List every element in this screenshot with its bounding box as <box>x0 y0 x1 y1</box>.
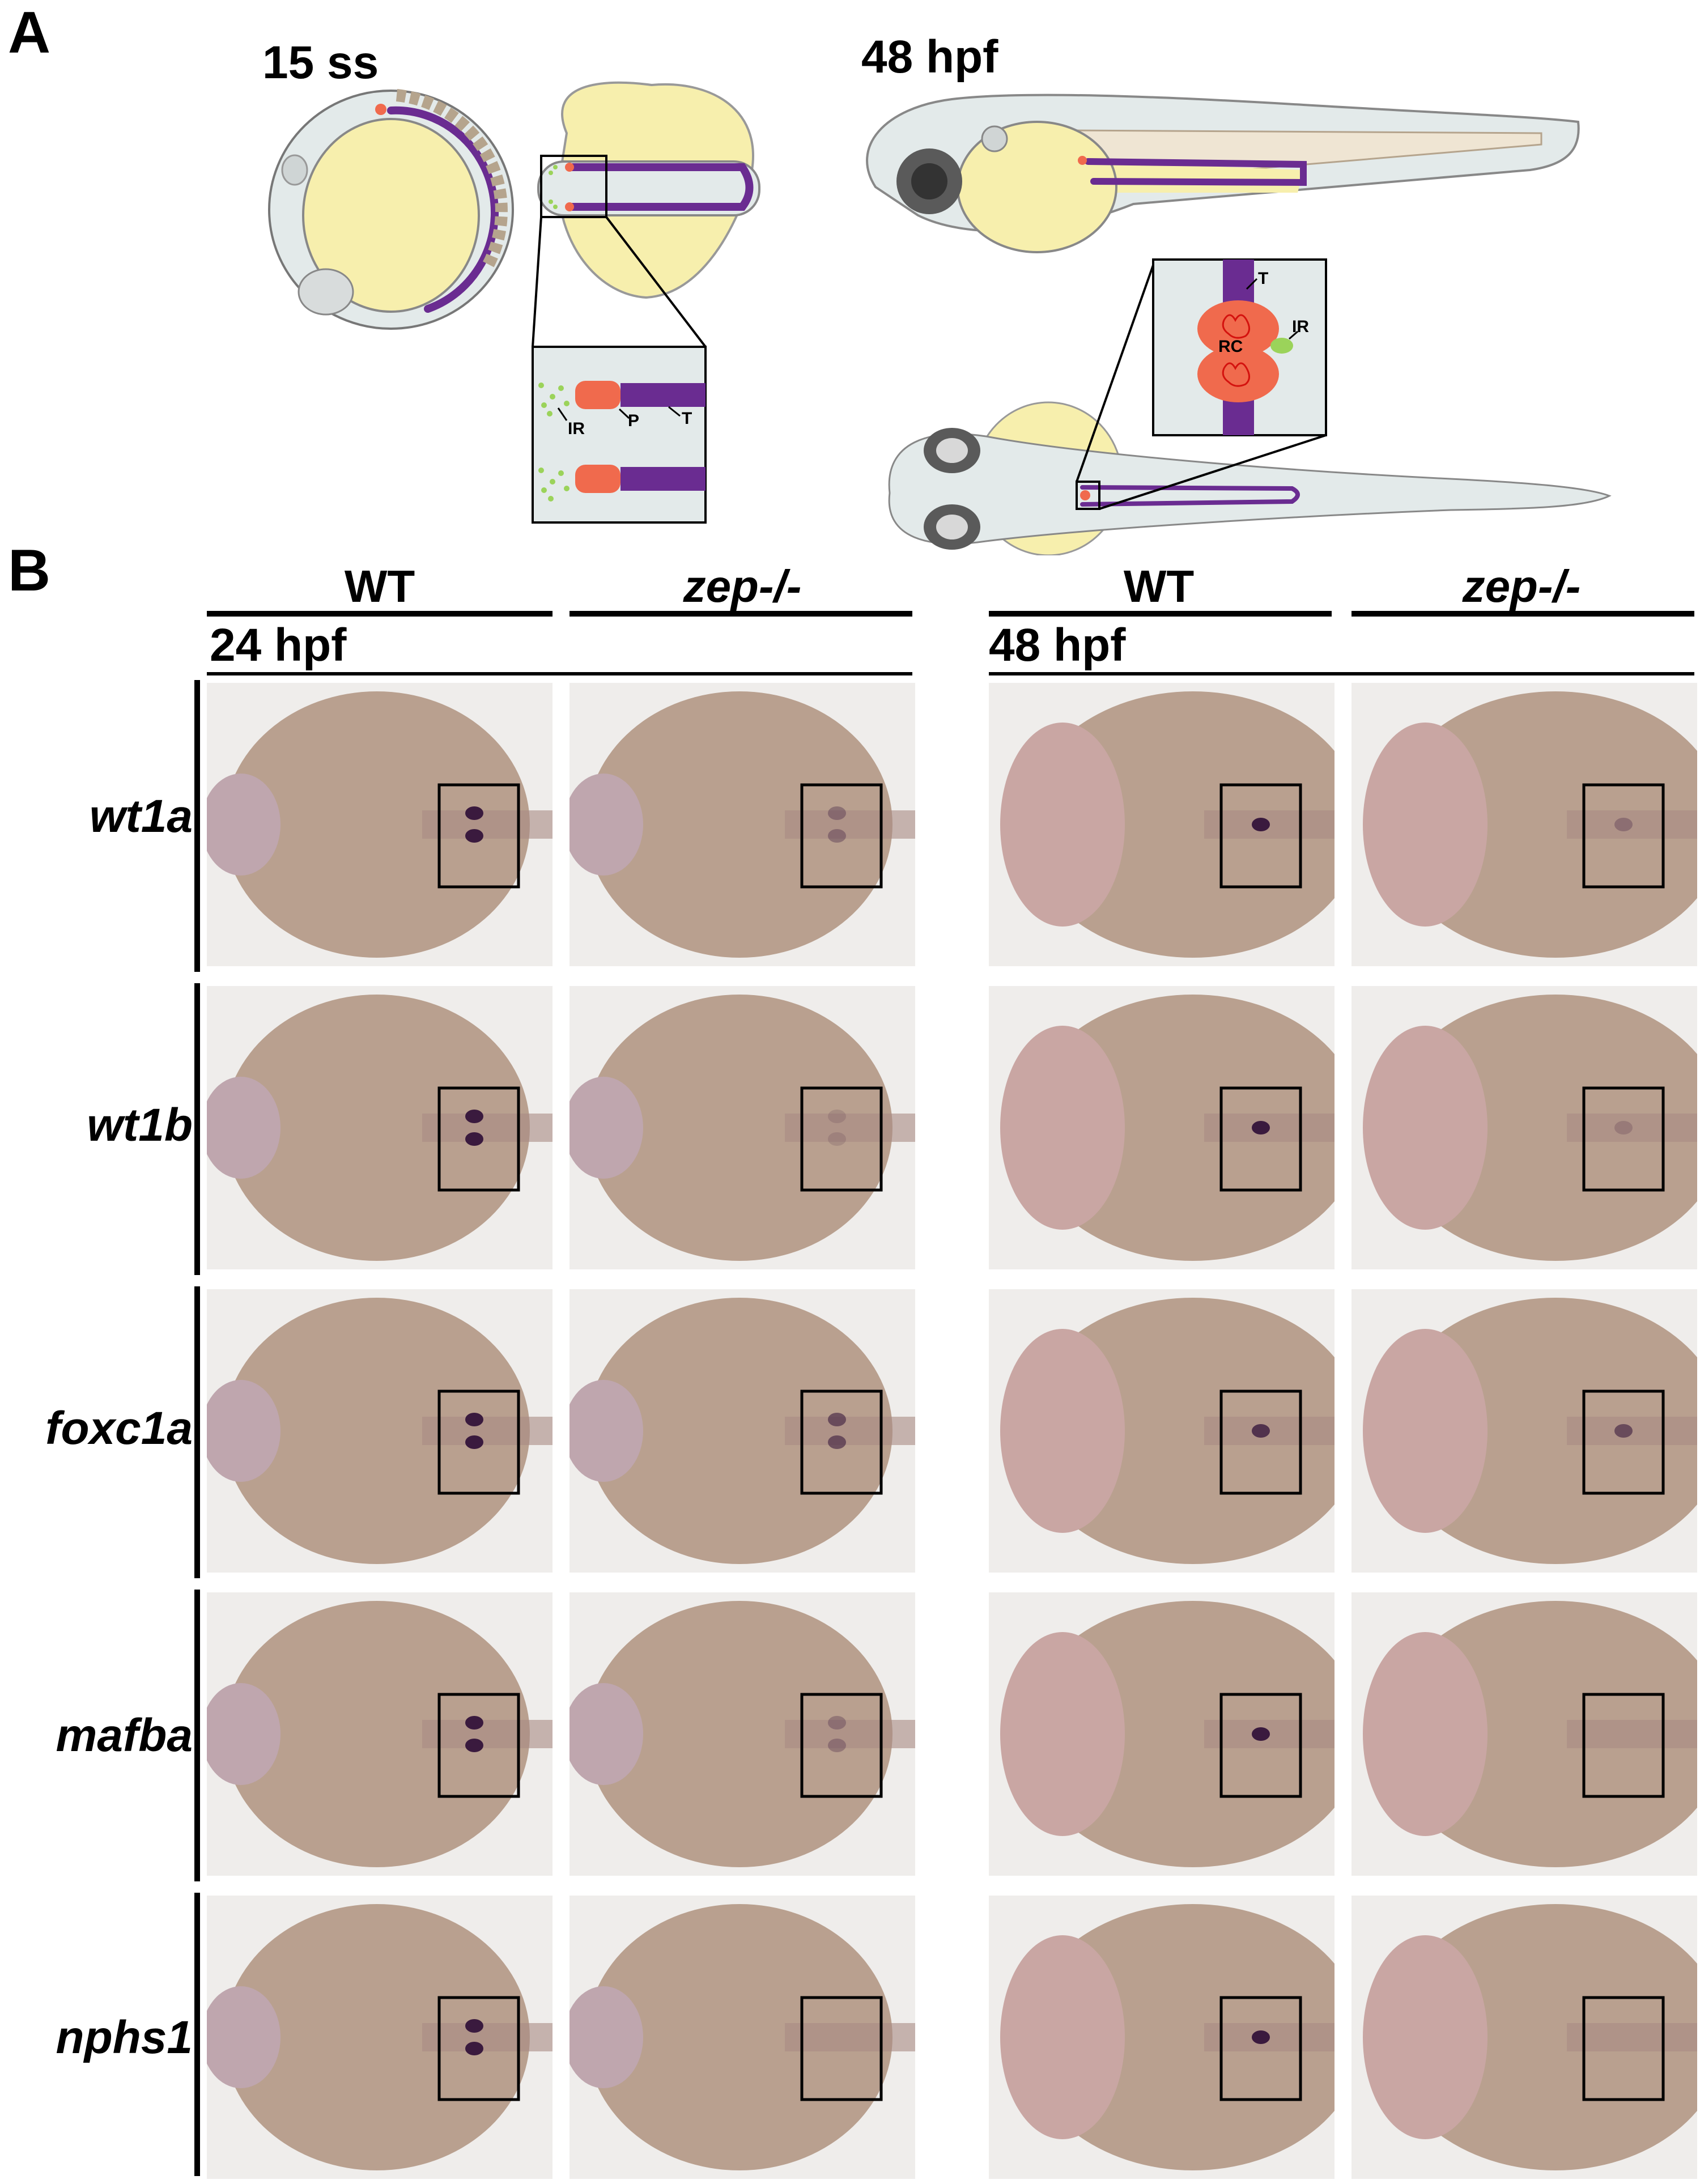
ish-photo-nphs1-col2 <box>570 1896 915 2179</box>
header-wt-24hpf: WT <box>344 561 415 611</box>
timepoint-24hpf: 24 hpf <box>210 619 347 671</box>
roi-box <box>1219 1996 1302 2101</box>
ish-photo-foxc1a-col1 <box>207 1289 552 1573</box>
roi-box <box>1582 1693 1665 1798</box>
row-bar-foxc1a <box>194 1286 200 1578</box>
roi-box <box>437 1086 520 1192</box>
inset-48hpf-rc-label: RC <box>1218 337 1243 356</box>
ish-photo-wt1b-col2 <box>570 986 915 1269</box>
stage-label-15ss: 15 ss <box>262 37 379 88</box>
roi-box <box>437 1693 520 1798</box>
header-wt-48hpf: WT <box>1123 561 1195 611</box>
roi-box <box>1582 1390 1665 1495</box>
inset-48hpf-ir-label: IR <box>1292 317 1309 336</box>
schematic-illustrations <box>268 81 1612 555</box>
roi-box <box>437 783 520 889</box>
inset-15ss-ir-label: IR <box>568 419 585 438</box>
ish-photo-nphs1-col1 <box>207 1896 552 2179</box>
larva-48hpf-lateral <box>866 94 1580 253</box>
roi-box <box>800 1693 883 1798</box>
row-bar-wt1a <box>194 680 200 972</box>
inset-15ss-p-label: P <box>628 411 640 430</box>
gene-label-wt1a: wt1a <box>89 791 193 842</box>
row-bar-nphs1 <box>194 1893 200 2176</box>
roi-box <box>1582 1996 1665 2101</box>
ish-photo-mafba-col4 <box>1352 1592 1697 1876</box>
underline-wt-24 <box>207 611 552 617</box>
inset-48hpf <box>1152 258 1327 436</box>
underline-zep-48 <box>1352 611 1694 617</box>
roi-box <box>800 1390 883 1495</box>
roi-box <box>1219 1390 1302 1495</box>
ish-photo-wt1b-col4 <box>1352 986 1697 1269</box>
stage-label-48hpf: 48 hpf <box>861 31 998 83</box>
timepoint-line-48 <box>989 672 1694 675</box>
ish-photo-wt1b-col3 <box>989 986 1334 1269</box>
panel-a-label: A <box>8 0 51 66</box>
gene-label-mafba: mafba <box>56 1710 193 1761</box>
panel-b-label: B <box>8 538 51 604</box>
roi-box <box>1219 783 1302 889</box>
row-bar-mafba <box>194 1590 200 1881</box>
header-zep-24hpf: zep-/- <box>683 561 802 611</box>
roi-box <box>800 783 883 889</box>
roi-box <box>437 1996 520 2101</box>
roi-box <box>1582 1086 1665 1192</box>
ish-photo-nphs1-col3 <box>989 1896 1334 2179</box>
ish-photo-foxc1a-col4 <box>1352 1289 1697 1573</box>
roi-box <box>800 1996 883 2101</box>
timepoint-48hpf: 48 hpf <box>989 619 1126 671</box>
ish-photo-wt1a-col3 <box>989 683 1334 966</box>
roi-box <box>437 1390 520 1495</box>
row-bar-wt1b <box>194 983 200 1275</box>
gene-label-nphs1: nphs1 <box>56 2012 193 2063</box>
ish-photo-wt1b-col1 <box>207 986 552 1269</box>
underline-wt-48 <box>989 611 1332 617</box>
ish-photo-wt1a-col2 <box>570 683 915 966</box>
ish-photo-nphs1-col4 <box>1352 1896 1697 2179</box>
ish-photo-foxc1a-col3 <box>989 1289 1334 1573</box>
header-zep-48hpf: zep-/- <box>1462 561 1581 611</box>
ish-photo-wt1a-col4 <box>1352 683 1697 966</box>
inset-15ss-t-label: T <box>682 409 692 428</box>
roi-box <box>1582 783 1665 889</box>
embryo-15ss-dorsal <box>532 81 760 348</box>
timepoint-line-24 <box>207 672 912 675</box>
roi-box <box>800 1086 883 1192</box>
ish-photo-foxc1a-col2 <box>570 1289 915 1573</box>
underline-zep-24 <box>570 611 912 617</box>
gene-label-wt1b: wt1b <box>87 1099 193 1151</box>
embryo-15ss-lateral <box>268 89 514 330</box>
roi-box <box>1219 1693 1302 1798</box>
ish-photo-mafba-col3 <box>989 1592 1334 1876</box>
larva-48hpf-dorsal <box>888 265 1612 555</box>
ish-photo-wt1a-col1 <box>207 683 552 966</box>
roi-box <box>1219 1086 1302 1192</box>
inset-15ss <box>532 346 707 524</box>
inset-48hpf-t-label: T <box>1258 269 1269 288</box>
ish-photo-mafba-col1 <box>207 1592 552 1876</box>
gene-label-foxc1a: foxc1a <box>45 1403 193 1454</box>
ish-photo-mafba-col2 <box>570 1592 915 1876</box>
